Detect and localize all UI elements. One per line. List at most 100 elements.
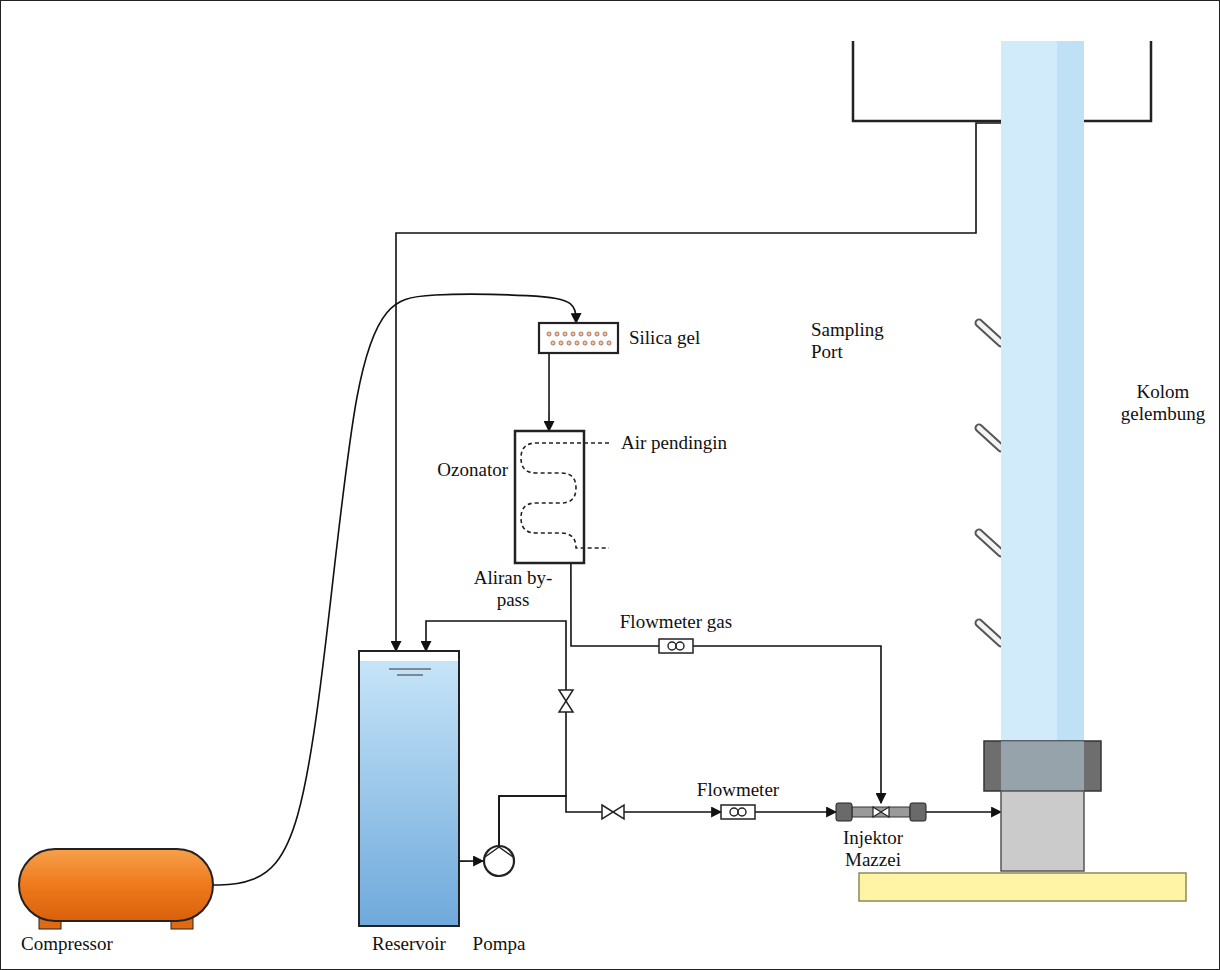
pump-symbol: Pompa [483,845,515,877]
pump-casing [484,846,514,876]
tray-wall [1084,41,1151,121]
part-label: Ozonator [413,459,508,481]
valve-symbol [602,805,624,819]
silica-grain [599,341,603,345]
part-label: Injektor Mazzei [833,827,913,871]
part-label: Kolom gelembung [1113,381,1213,425]
annotation-label: Sampling Port [811,319,901,363]
injector-throat [873,807,889,817]
silica-grain [591,341,595,345]
silica-gel-box: Silica gel [539,323,618,353]
node-shape [515,431,584,563]
port-tube [979,428,1001,448]
node-shape [19,849,213,929]
part-label: Pompa [459,933,539,955]
pump-mark [485,847,513,857]
column-base [859,873,1186,901]
silica-grain [559,341,563,345]
meter-rotor [730,808,738,816]
silica-grain [603,332,607,336]
sampling-port [979,533,1001,553]
water-line [389,669,431,670]
port-tube [979,533,1001,553]
silica-grain [547,332,551,336]
column-shade [1057,41,1084,741]
silica-grain [571,332,575,336]
sampling-port [979,623,1001,643]
flow-label: Aliran by-pass [463,567,563,611]
column-foot [1001,791,1084,871]
silica-grain [583,341,587,345]
sampling-ports [979,323,1001,643]
node-shape [1001,41,1084,871]
silica-grain [567,341,571,345]
part-label: Silica gel [629,327,739,349]
pipe-connector [571,563,659,646]
meter-rotor [738,808,746,816]
water [359,661,459,926]
silica-grain [587,332,591,336]
part-label: Flowmeter gas [601,611,751,633]
column-flange-water [1001,741,1084,791]
pipe-connector [499,796,721,845]
injector-pipe [852,807,910,817]
node-shape [483,845,515,877]
port-tube [979,623,1001,643]
tank-body [19,849,213,921]
tank-outline [359,651,459,926]
silica-grain [607,341,611,345]
node-shape [836,803,926,821]
reservoir-tank: Reservoir [359,651,459,926]
mazzei-injector: Injektor Mazzei [836,803,926,821]
valve-symbol [559,690,573,712]
node-shape [539,323,618,353]
ozonator-body [515,431,584,563]
bubble-column: Kolom gelembung [1001,41,1084,871]
ozonator-box: Ozonator [515,431,584,563]
gas-flowmeter: Flowmeter gas [659,639,693,653]
silica-grain [575,341,579,345]
port-tube [979,428,1001,448]
silica-box [539,323,618,353]
cooling-coil [521,443,609,548]
meter-rotor [668,642,676,650]
silica-grain [595,332,599,336]
port-tube [979,623,1001,643]
silica-grain [551,341,555,345]
node-shape [359,651,459,926]
pipe-connector [755,811,836,813]
pipe-connector [396,123,1001,651]
sampling-port [979,323,1001,343]
pipe-connector [459,860,483,862]
port-tube [979,533,1001,553]
column-tube [1001,41,1084,741]
part-label: Compressor [21,933,151,955]
node-shape [721,805,755,819]
part-label: Flowmeter [683,779,793,801]
tank-ground [359,651,459,926]
silica-grain [555,332,559,336]
valve-body [602,805,624,819]
silica-grain [563,332,567,336]
pipe-connector [926,811,1001,813]
compressor-tank: Compressor [19,849,213,929]
part-label: Reservoir [356,933,462,955]
meter-rotor [676,642,684,650]
column-flange [984,741,1101,791]
port-tube [979,323,1001,343]
node-shape [659,639,693,653]
annotation-label: Air pendingin [621,432,761,454]
tray-wall [853,41,1001,121]
meter-body [659,639,693,653]
pipe-connector [548,353,550,431]
sampling-port [979,428,1001,448]
valve-body [559,690,573,712]
meter-body [721,805,755,819]
water-line [397,675,423,676]
injector-fitting [910,803,926,821]
port-tube [979,323,1001,343]
flowmeter: Flowmeter [721,805,755,819]
silica-grain [579,332,583,336]
